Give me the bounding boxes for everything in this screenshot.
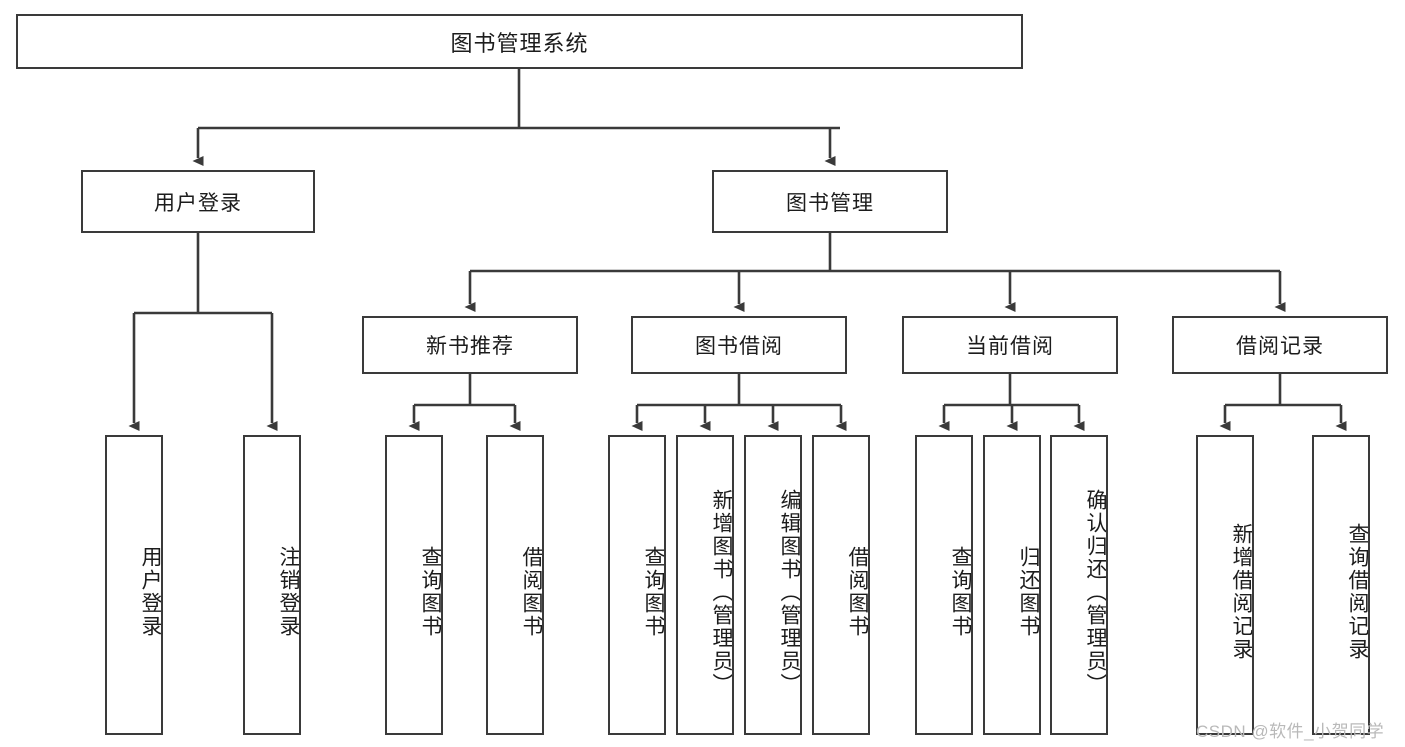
node-book-manage[interactable]: 图书管理 [712,170,948,233]
leaf-borrow-book-1[interactable]: 借阅图书 [486,435,544,735]
node-label: 注销登录 [277,546,300,638]
node-current-borrow[interactable]: 当前借阅 [902,316,1118,374]
csdn-watermark: CSDN @软件_小贺同学 [1196,722,1385,741]
node-label: 图书借阅 [695,335,783,358]
node-label: 借阅图书 [846,546,869,638]
leaf-return-book[interactable]: 归还图书 [983,435,1041,735]
node-label: 查询图书 [949,546,972,638]
leaf-query-record[interactable]: 查询借阅记录 [1312,435,1370,735]
leaf-query-book-2[interactable]: 查询图书 [608,435,666,735]
node-root-system[interactable]: 图书管理系统 [16,14,1023,69]
node-label: 用户登录 [154,191,242,215]
node-label: 查询图书 [419,546,442,638]
node-label: 新书推荐 [426,335,514,358]
node-borrow-record[interactable]: 借阅记录 [1172,316,1388,374]
node-label: 新增借阅记录 [1230,523,1253,661]
leaf-add-book[interactable]: 新增图书（管理员） [676,435,734,735]
leaf-query-book-3[interactable]: 查询图书 [915,435,973,735]
node-label: 查询图书 [642,546,665,638]
node-user-login[interactable]: 用户登录 [81,170,315,233]
node-label: 借阅图书 [520,546,543,638]
node-new-book-recommend[interactable]: 新书推荐 [362,316,578,374]
node-label: 用户登录 [139,546,162,638]
node-label: 新增图书（管理员） [710,488,733,696]
node-label: 查询借阅记录 [1346,523,1369,661]
node-label: 归还图书 [1017,546,1040,638]
node-label: 借阅记录 [1236,335,1324,358]
leaf-logout[interactable]: 注销登录 [243,435,301,735]
node-book-borrow[interactable]: 图书借阅 [631,316,847,374]
node-label: 编辑图书（管理员） [778,488,801,696]
leaf-borrow-book-2[interactable]: 借阅图书 [812,435,870,735]
node-label: 当前借阅 [966,335,1054,358]
leaf-edit-book[interactable]: 编辑图书（管理员） [744,435,802,735]
leaf-query-book-1[interactable]: 查询图书 [385,435,443,735]
leaf-add-record[interactable]: 新增借阅记录 [1196,435,1254,735]
leaf-user-login[interactable]: 用户登录 [105,435,163,735]
node-label: 图书管理 [786,191,874,215]
leaf-confirm-return[interactable]: 确认归还（管理员） [1050,435,1108,735]
node-label: 确认归还（管理员） [1084,488,1107,696]
node-label: 图书管理系统 [450,30,589,56]
